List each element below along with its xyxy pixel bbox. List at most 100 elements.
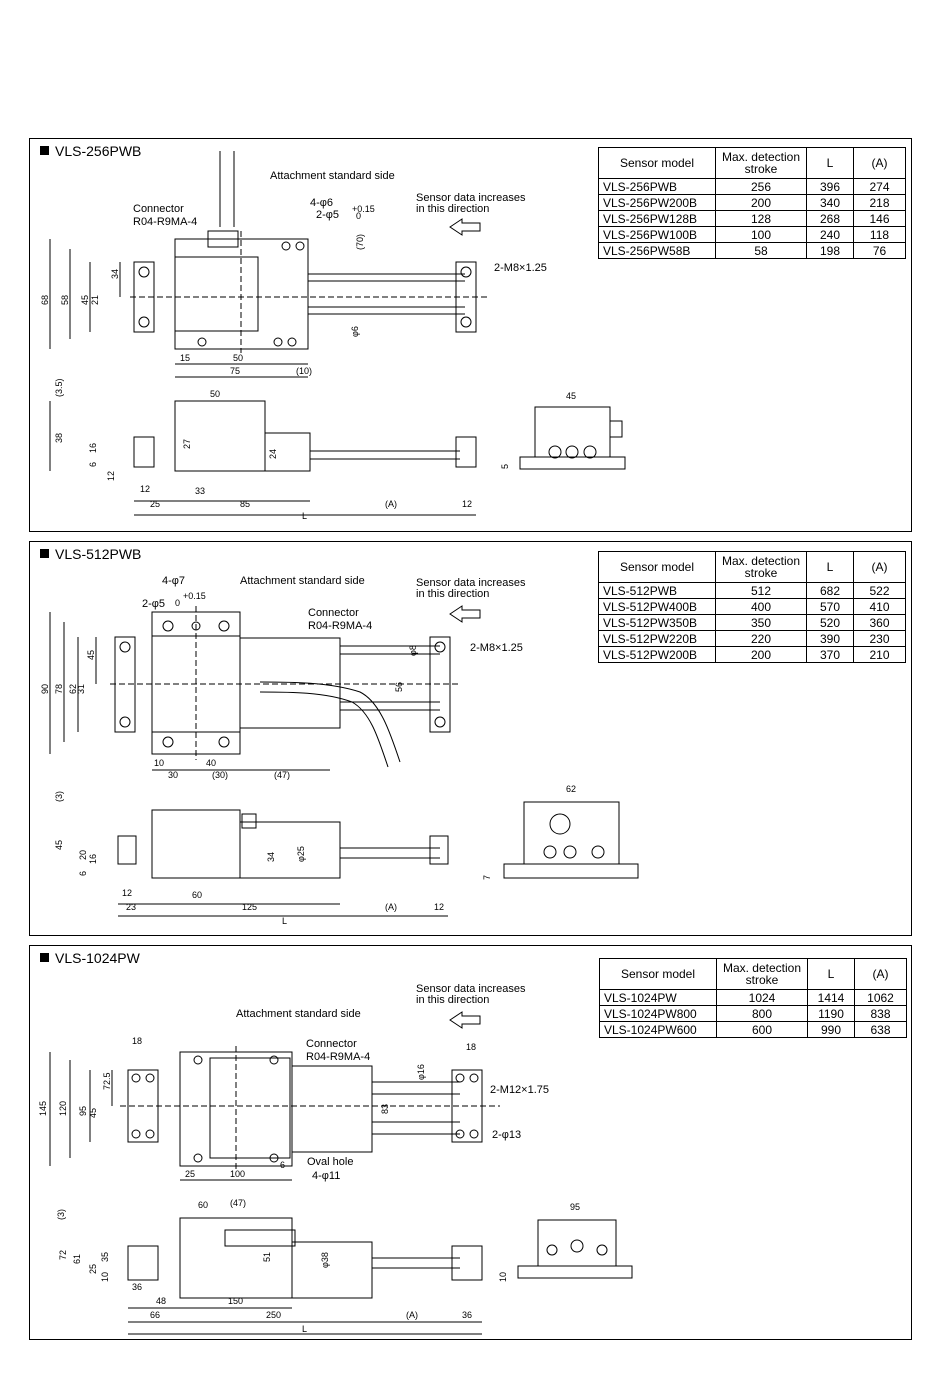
dim-b12r: 12	[434, 902, 444, 912]
attach-label: Attachment standard side	[270, 170, 395, 182]
dim-b33: 33	[195, 486, 205, 496]
dim-95: 95	[78, 1106, 88, 1116]
panel-title: VLS-512PWB	[40, 546, 141, 562]
dim-e10: 10	[498, 1272, 508, 1282]
dim-s35: (3.5)	[54, 378, 64, 397]
hole-a-label: 4-φ6	[310, 197, 333, 209]
thread-label: 2-M8×1.25	[494, 262, 547, 274]
dim-b36r: 36	[462, 1310, 472, 1320]
sensor-dir-1: Sensor data increases	[416, 983, 526, 995]
hole-label: 2-φ13	[492, 1129, 521, 1141]
dim-25: 25	[185, 1169, 195, 1179]
connector-label: Connector	[306, 1038, 357, 1050]
dim-b250: 250	[266, 1310, 281, 1320]
dim-18: 18	[132, 1036, 142, 1046]
connector-label: Connector	[308, 607, 359, 619]
arrow-left-icon	[449, 605, 481, 623]
dim-phi6: φ6	[350, 326, 360, 337]
arrow-left-icon	[449, 218, 481, 236]
dim-b36: 36	[132, 1282, 142, 1292]
dim-e7: 7	[482, 875, 492, 880]
spec-table: Sensor model Max. detection stroke L (A)…	[598, 551, 906, 663]
panel-vls-1024pw: VLS-1024PW Sensor model Max. detection s…	[29, 945, 912, 1340]
dim-75: 75	[230, 366, 240, 376]
sensor-dir-1: Sensor data increases	[416, 192, 526, 204]
dim-b150: 150	[228, 1296, 243, 1306]
header-a: (A)	[853, 147, 906, 179]
sensor-dir-1: Sensor data increases	[416, 577, 526, 589]
dim-78: 78	[54, 684, 64, 694]
header-sensor-model: Sensor model	[599, 958, 717, 990]
spec-table: Sensor model Max. detection stroke L (A)…	[598, 147, 906, 259]
cable	[259, 681, 401, 763]
oval-label: Oval hole	[307, 1156, 353, 1168]
dim-s12: 12	[106, 471, 116, 481]
thread-label: 2-M12×1.75	[490, 1084, 549, 1096]
dim-6: 6	[280, 1160, 285, 1170]
dim-62: 62	[68, 684, 78, 694]
sensor-dir-2: in this direction	[416, 203, 489, 215]
dim-15: 15	[180, 353, 190, 363]
dim-s3: (3)	[56, 1209, 66, 1220]
header-sensor-model: Sensor model	[598, 147, 716, 179]
dim-47: (47)	[274, 770, 290, 780]
spec-table: Sensor model Max. detection stroke L (A)…	[599, 958, 907, 1038]
end-view-body	[523, 801, 620, 865]
end-view-body	[537, 1219, 617, 1267]
dim-s35: 35	[100, 1252, 110, 1262]
hole-b-label: 2-φ5	[142, 598, 165, 610]
dim-50: 50	[233, 353, 243, 363]
dim-t60: 60	[198, 1200, 208, 1210]
dim-b23: 23	[126, 902, 136, 912]
dim-s24: 24	[268, 449, 278, 459]
square-bullet-icon	[40, 953, 49, 962]
dim-70: (70)	[355, 234, 365, 250]
dim-s45: 45	[54, 840, 64, 850]
dim-s50: 50	[210, 389, 220, 399]
dim-68: 68	[40, 295, 50, 305]
drawing-vls-1024pw: Sensor data increases in this direction …	[38, 983, 633, 1335]
end-view-body	[534, 406, 611, 458]
connector-code: R04-R9MA-4	[133, 216, 197, 228]
dim-phi38: φ38	[320, 1252, 330, 1268]
dim-120: 120	[58, 1101, 68, 1116]
dim-45: 45	[88, 1108, 98, 1118]
dim-b125: 125	[242, 902, 257, 912]
cable	[219, 151, 235, 227]
dim-s6: 6	[88, 462, 98, 467]
connector-block	[207, 230, 239, 248]
dim-100: 100	[230, 1169, 245, 1179]
header-a: (A)	[853, 551, 906, 583]
dim-phi25: φ25	[296, 846, 306, 862]
dim-s34: 34	[266, 852, 276, 862]
dim-34: 34	[110, 269, 120, 279]
dim-b66: 66	[150, 1310, 160, 1320]
dim-31: 31	[76, 684, 86, 694]
dim-21: 21	[90, 295, 100, 305]
dim-18r: 18	[466, 1042, 476, 1052]
dim-phi16: φ16	[416, 1064, 426, 1080]
dim-phi8: φ8	[408, 645, 418, 656]
drawing-vls-512pwb: 4-φ7 2-φ5 +0.15 0 Attachment standard si…	[40, 575, 639, 926]
dim-bA: (A)	[406, 1310, 418, 1320]
dim-t47: (47)	[230, 1198, 246, 1208]
dim-b85: 85	[240, 499, 250, 509]
dim-e5: 5	[500, 464, 510, 469]
dim-s27: 27	[182, 439, 192, 449]
panel-title: VLS-1024PW	[40, 950, 140, 966]
tol0-label: 0	[356, 211, 361, 221]
dim-90: 90	[40, 684, 50, 694]
dim-b12: 12	[140, 484, 150, 494]
dim-725: 72.5	[102, 1072, 112, 1090]
thread-label: 2-M8×1.25	[470, 642, 523, 654]
tol-label: +0.15	[183, 591, 206, 601]
connector-label: Connector	[133, 203, 184, 215]
dim-45: 45	[80, 295, 90, 305]
table-header-row: Sensor model Max. detection stroke L (A)	[598, 147, 906, 179]
dim-b48: 48	[156, 1296, 166, 1306]
hole-b-label: 2-φ5	[316, 209, 339, 221]
dim-s10: 10	[100, 1272, 110, 1282]
